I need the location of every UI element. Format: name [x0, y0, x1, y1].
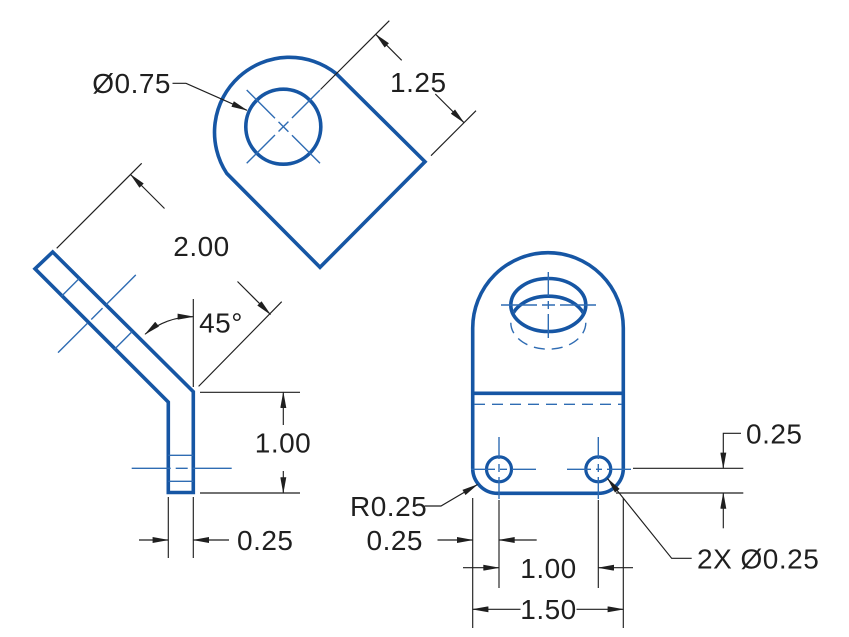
- dim-hole-diameter: Ø0.75: [92, 68, 248, 111]
- dim-text-edge-to-hole: 1.25: [390, 67, 447, 98]
- hole-edge-line: [61, 278, 80, 297]
- angle-arc: [144, 320, 168, 335]
- dim-overall-width: 1.50: [471, 594, 625, 625]
- dim-text-hole-spacing: 1.00: [520, 553, 577, 584]
- dim-arm-length: 2.00: [56, 162, 283, 387]
- extension-line: [198, 301, 283, 387]
- dim-text-bend-angle: 45°: [199, 308, 243, 339]
- leader-line: [424, 484, 479, 507]
- dim-text-edge-to-hole: 0.25: [367, 525, 424, 556]
- extension-line: [320, 20, 390, 90]
- auxiliary-view: Ø0.75 1.25: [92, 20, 477, 270]
- dim-leg-height: 1.00: [200, 391, 312, 494]
- dim-text-hole-to-bottom: 0.25: [746, 419, 803, 450]
- hole-edge-line: [114, 331, 133, 350]
- leader-line: [606, 477, 692, 559]
- extension-line: [430, 110, 477, 157]
- dim-text-corner-radius: R0.25: [350, 491, 427, 522]
- side-view: 45° 2.00 1.00 0.25: [32, 162, 312, 558]
- hole-circle: [243, 87, 323, 166]
- dim-text-thickness: 0.25: [237, 525, 294, 556]
- dim-hole-spacing: 1.00: [463, 553, 633, 584]
- dim-edge-to-hole-center: 1.25: [320, 20, 477, 157]
- dim-text-arm-length: 2.00: [173, 231, 230, 262]
- dim-thickness: 0.25: [139, 497, 294, 558]
- dim-text-hole-diameter: Ø0.75: [92, 68, 171, 99]
- part-outline: [470, 250, 626, 496]
- dim-text-leg-height: 1.00: [255, 428, 312, 459]
- dimension-line: [375, 33, 403, 61]
- dim-bend-angle: 45°: [144, 299, 243, 387]
- dim-edge-to-hole: 0.25: [367, 525, 537, 556]
- dim-hole-to-bottom: 0.25: [616, 419, 803, 529]
- extension-line: [56, 162, 143, 249]
- hole-far-ellipse: [512, 294, 585, 330]
- dimension-line: [720, 432, 741, 470]
- dim-text-small-holes: 2X Ø0.25: [697, 543, 819, 574]
- dimension-line: [434, 93, 465, 124]
- part-outline: [212, 55, 428, 270]
- dimension-line: [129, 173, 165, 209]
- front-view: R0.25 0.25 1.00 1.50 0.25: [350, 250, 819, 628]
- dim-small-holes: 2X Ø0.25: [606, 477, 819, 574]
- angle-arc: [167, 313, 195, 322]
- part-outline: [32, 249, 196, 495]
- dim-corner-radius: R0.25: [350, 484, 479, 522]
- dimension-line: [237, 281, 272, 316]
- leader-line: [172, 82, 248, 111]
- hole-centerline: [57, 274, 137, 354]
- center-mark-line: [246, 89, 321, 164]
- dim-text-overall-width: 1.50: [520, 594, 577, 625]
